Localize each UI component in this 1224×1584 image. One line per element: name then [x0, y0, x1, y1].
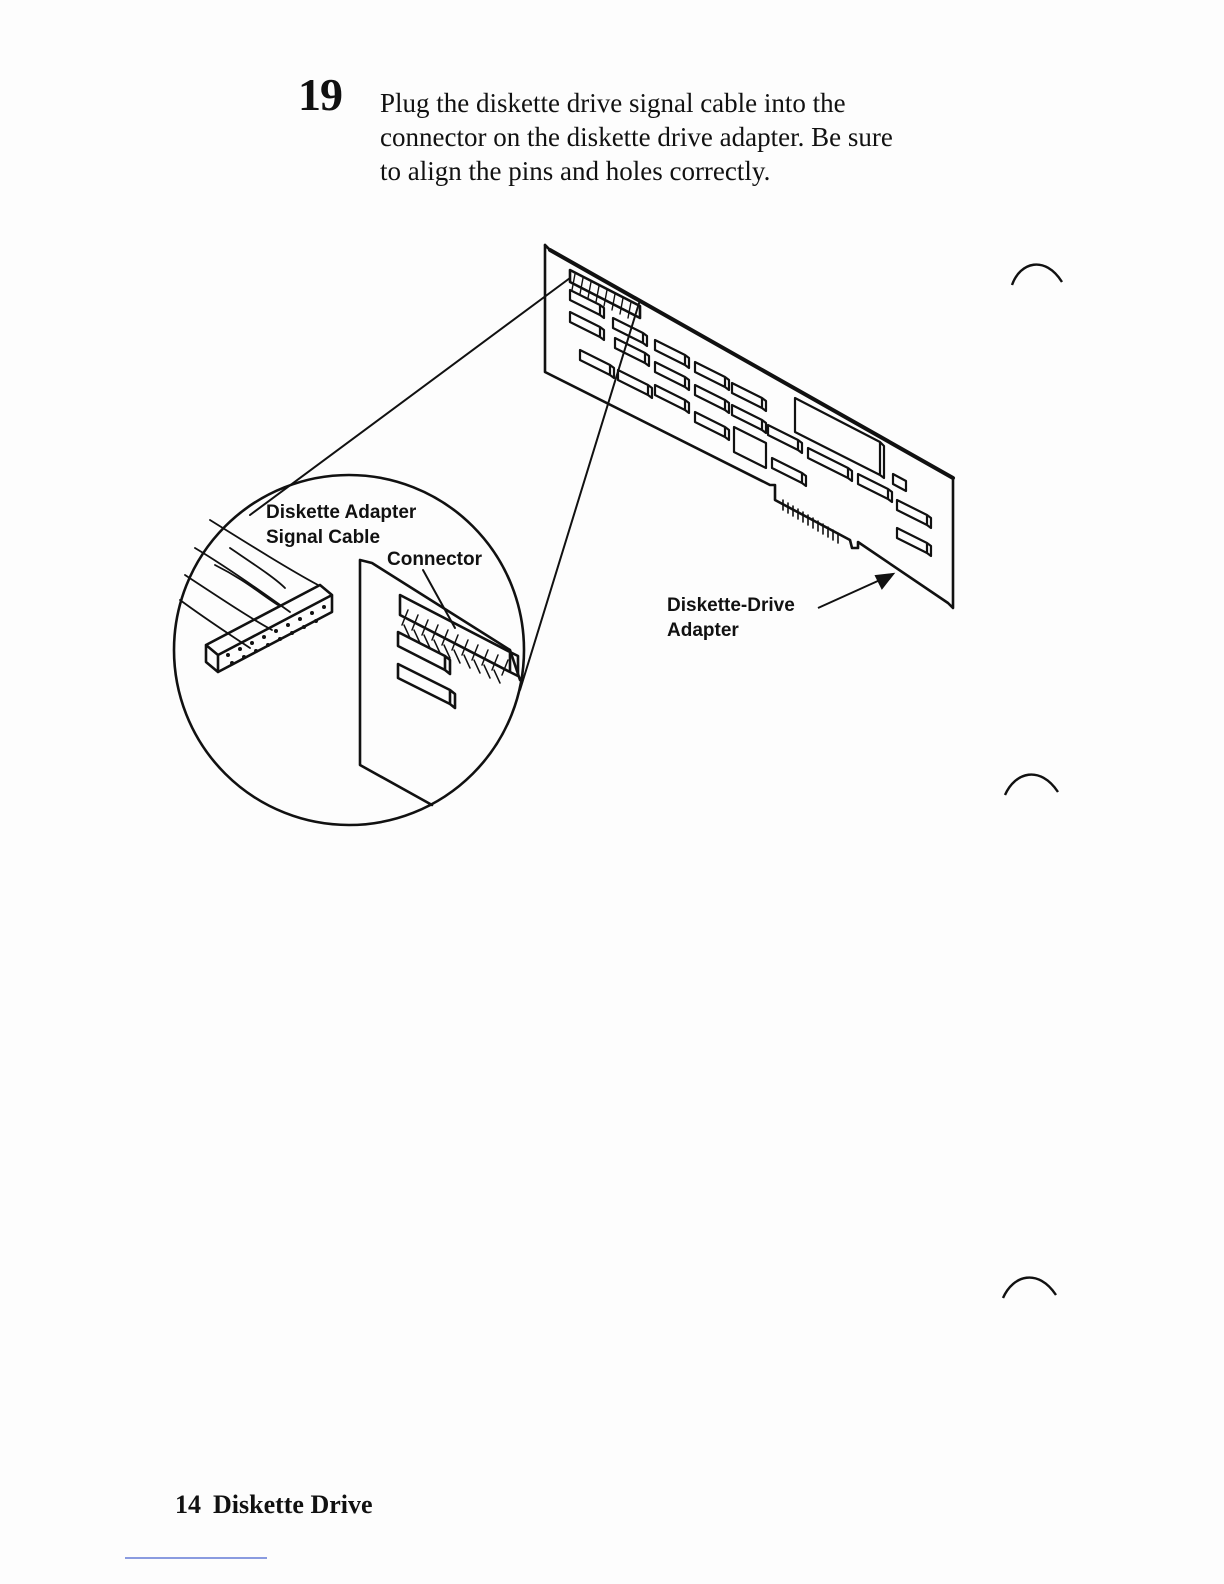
binder-hole-marks: [1003, 265, 1062, 1298]
adapter-pointer-arrow: [818, 574, 893, 608]
plug-holes: [226, 605, 326, 665]
adapter-label-line-2: Adapter: [667, 619, 739, 643]
page-number: 14: [175, 1490, 201, 1519]
adapter-label-line-1: Diskette-Drive: [667, 594, 795, 618]
zoom-line-upper: [250, 278, 570, 515]
edge-connector-fingers: [783, 500, 838, 543]
section-title: Diskette Drive: [213, 1490, 373, 1519]
magnified-board: [360, 560, 520, 805]
scan-mark: [125, 1557, 267, 1559]
magnified-connector: [400, 595, 518, 676]
card-chips: [570, 290, 931, 556]
cable-label-line-1: Diskette Adapter: [266, 501, 416, 525]
connector-label: Connector: [387, 548, 482, 572]
page-footer: 14 Diskette Drive: [175, 1490, 373, 1520]
cable-label-line-2: Signal Cable: [266, 526, 380, 550]
